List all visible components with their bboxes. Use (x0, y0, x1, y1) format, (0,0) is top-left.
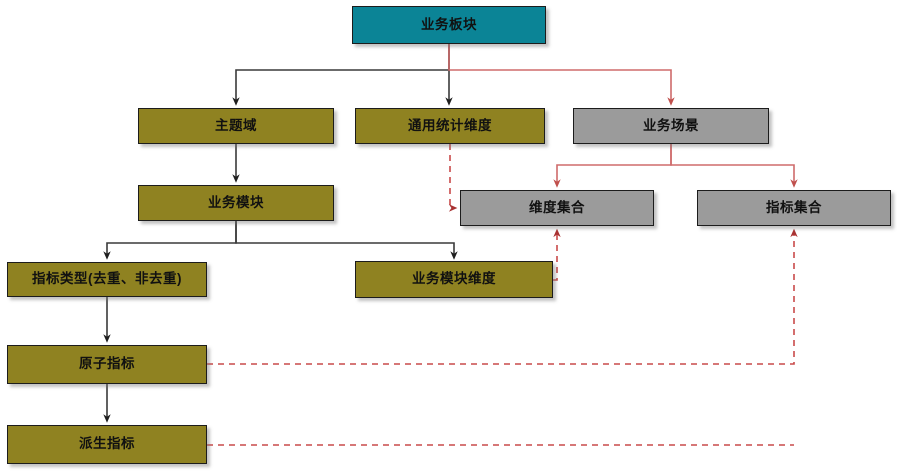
node-weidujihe[interactable]: 维度集合 (460, 190, 654, 226)
node-zhutiyu[interactable]: 主题域 (138, 108, 334, 144)
node-label: 指标类型(去重、非去重) (32, 271, 182, 287)
node-zhibiaojihe[interactable]: 指标集合 (697, 190, 891, 226)
node-label: 通用统计维度 (408, 117, 492, 133)
edge-tongyongtongjiweidu-to-weidujihe (448, 144, 458, 212)
node-zhibiaoleixing[interactable]: 指标类型(去重、非去重) (7, 262, 207, 297)
node-yewumokuaiweidu[interactable]: 业务模块维度 (355, 261, 553, 298)
node-yewumokuai[interactable]: 业务模块 (138, 185, 334, 221)
node-label: 业务场景 (643, 117, 699, 133)
edge-yewumokuai-to-zhibiaoleixing (103, 221, 237, 260)
edge-yuanzizhibiao-to-zhibiaojihe (207, 228, 798, 365)
edge-yewumokuai-to-yewumokuaiweidu (235, 221, 458, 260)
node-label: 业务模块维度 (412, 271, 496, 287)
edge-yewuchangjing-to-weidujihe (553, 144, 672, 188)
node-label: 业务模块 (208, 194, 264, 210)
node-label: 指标集合 (766, 199, 822, 215)
node-paishengzhibiao[interactable]: 派生指标 (7, 425, 207, 464)
edge-yewubankuai-to-zhutiyu (232, 44, 450, 106)
node-label: 原子指标 (79, 356, 135, 372)
node-label: 主题域 (215, 117, 257, 133)
node-tongyongtongjiweidu[interactable]: 通用统计维度 (355, 108, 545, 144)
node-yewuchangjing[interactable]: 业务场景 (573, 108, 769, 144)
node-label: 维度集合 (529, 199, 585, 215)
node-label: 派生指标 (79, 436, 135, 452)
edge-yewumokuaiweidu-to-weidujihe (553, 228, 561, 281)
node-label: 业务板块 (421, 16, 477, 32)
node-yewubankuai[interactable]: 业务板块 (352, 6, 546, 44)
node-yuanzizhibiao[interactable]: 原子指标 (7, 345, 207, 384)
edge-yewuchangjing-to-zhibiaojihe (670, 144, 798, 188)
edge-yewubankuai-to-yewuchangjing (448, 44, 675, 106)
